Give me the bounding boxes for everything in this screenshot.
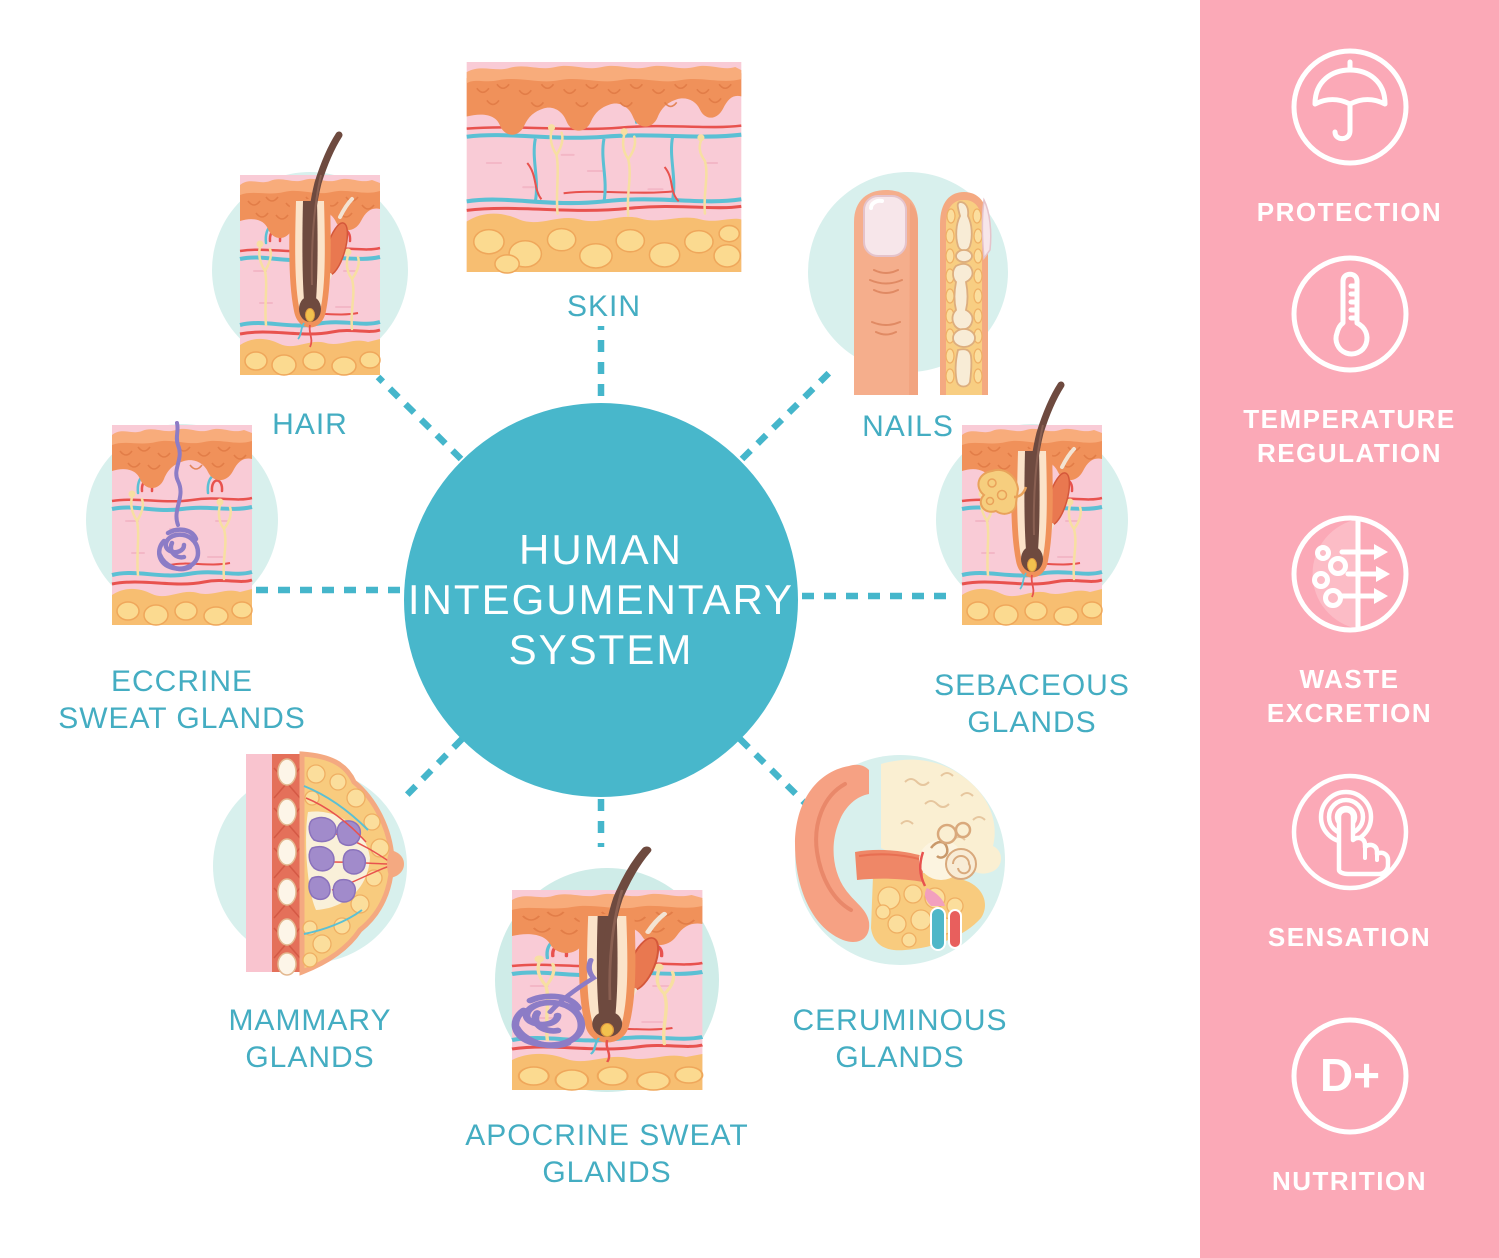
page-title-line: HUMAN	[519, 526, 683, 573]
node-skin: SKIN	[465, 62, 743, 323]
nails-illustration	[808, 172, 1008, 395]
apocrine-gland-illustration	[495, 845, 719, 1115]
mammary-gland-illustration	[213, 751, 407, 976]
node-mammary: MAMMARY GLANDS	[200, 738, 420, 1074]
thermometer-icon	[1288, 252, 1412, 376]
page-title-line: SYSTEM	[508, 626, 694, 673]
eccrine-gland-illustration	[86, 421, 278, 627]
node-label: SKIN	[566, 290, 642, 323]
sidebar-item-label: PROTECTION	[1256, 197, 1443, 227]
sebaceous-gland-illustration	[936, 395, 1128, 627]
title-circle: HUMAN INTEGUMENTARY SYSTEM	[404, 403, 798, 797]
node-label: NAILS	[862, 410, 954, 443]
sidebar-item-label: NUTRITION	[1271, 1166, 1428, 1196]
node-label: APOCRINE SWEAT GLANDS	[465, 1119, 749, 1189]
sidebar-item-waste-excretion: WASTE EXCRETION	[1200, 512, 1499, 730]
node-eccrine: ECCRINE SWEAT GLANDS	[58, 395, 305, 735]
sidebar-item-label: TEMPERATURE REGULATION	[1243, 404, 1456, 468]
node-apocrine: APOCRINE SWEAT GLANDS	[465, 845, 748, 1189]
node-ceruminous: CERUMINOUS GLANDS	[785, 748, 1015, 1074]
sidebar-item-label: WASTE EXCRETION	[1266, 664, 1433, 728]
hair-illustration	[212, 140, 408, 377]
ceruminous-gland-illustration	[795, 755, 1005, 965]
diagram-area: SKIN HAIR	[58, 0, 1142, 1189]
page-title-line: INTEGUMENTARY	[407, 576, 795, 623]
touch-finger-icon	[1288, 770, 1412, 894]
filter-arrows-icon	[1288, 512, 1412, 636]
functions-sidebar: PROTECTION TEMPERATURE REGULATION	[1200, 0, 1499, 1258]
node-nails: NAILS	[798, 150, 1018, 443]
node-label: CERUMINOUS GLANDS	[792, 1004, 1008, 1074]
umbrella-icon	[1288, 45, 1412, 169]
node-hair: HAIR	[200, 140, 420, 441]
skin-illustration	[465, 62, 743, 272]
node-sebaceous: SEBACEOUS GLANDS	[922, 395, 1142, 739]
node-label: ECCRINE SWEAT GLANDS	[58, 665, 306, 735]
node-label: MAMMARY GLANDS	[228, 1004, 392, 1074]
sidebar-item-sensation: SENSATION	[1200, 770, 1499, 954]
sidebar-item-label: SENSATION	[1267, 922, 1432, 952]
sidebar-item-temperature-regulation: TEMPERATURE REGULATION	[1200, 252, 1499, 470]
node-label: HAIR	[272, 408, 348, 441]
node-label: SEBACEOUS GLANDS	[934, 669, 1130, 739]
sidebar-item-nutrition: D+ NUTRITION	[1200, 1014, 1499, 1198]
sidebar-item-protection: PROTECTION	[1200, 45, 1499, 229]
vitamin-d-text: D+	[1319, 1049, 1379, 1101]
vitamin-d-icon: D+	[1288, 1014, 1412, 1138]
